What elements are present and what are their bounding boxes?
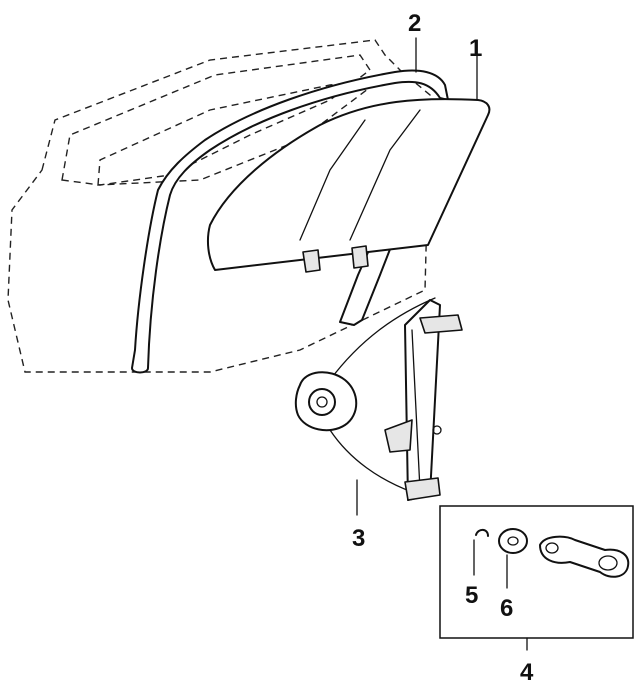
- callout-2: 2: [408, 10, 421, 37]
- crank-handle: [539, 535, 630, 578]
- callout-3: 3: [352, 525, 365, 552]
- window-regulator: [294, 297, 463, 501]
- callout-6: 6: [500, 595, 513, 622]
- clip-part: [475, 528, 489, 537]
- handle-kit-box: [439, 505, 634, 651]
- callout-1: 1: [469, 35, 482, 62]
- callout-4: 4: [520, 659, 534, 686]
- callout-5: 5: [465, 582, 478, 609]
- door-glass: [206, 98, 491, 273]
- leader-lines: [356, 37, 508, 589]
- washer-part: [498, 528, 528, 554]
